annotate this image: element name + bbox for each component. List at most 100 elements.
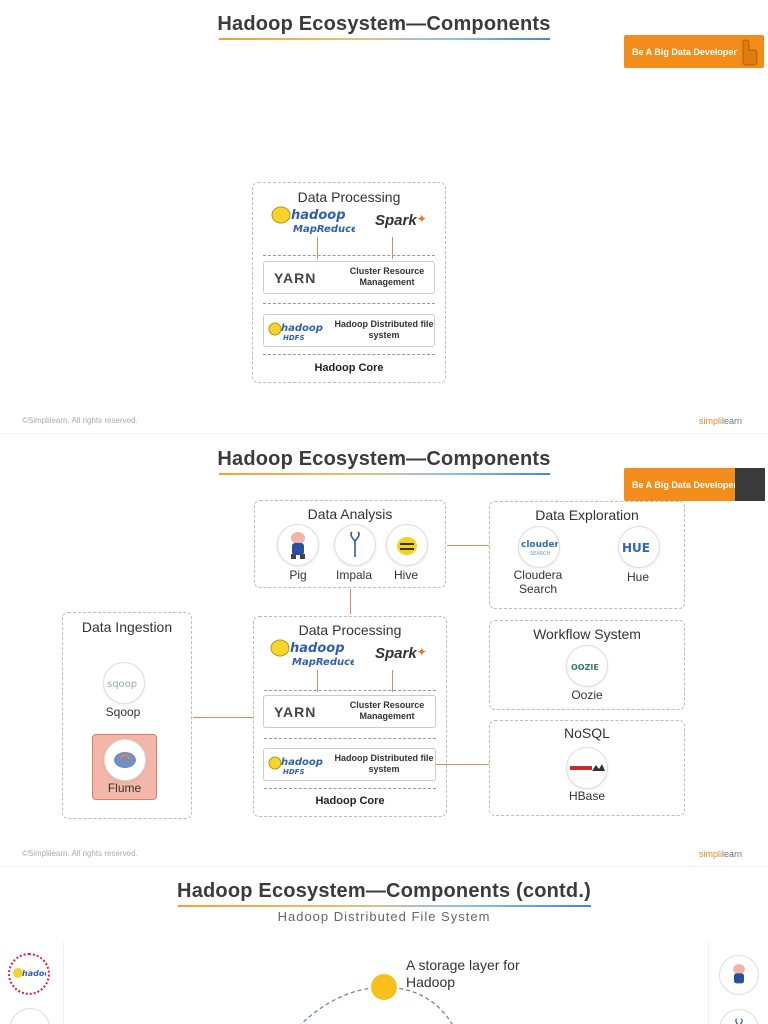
data-ingestion-title: Data Ingestion (81, 619, 173, 635)
flume-label: Flume (107, 781, 142, 795)
sqoop-label: Sqoop (105, 705, 141, 719)
divider (263, 354, 435, 355)
workflow-system-box: Workflow System OOZIE Oozie (489, 620, 685, 710)
arrow-mapreduce-yarn (317, 670, 318, 692)
arrow-ingestion-processing (193, 717, 253, 718)
impala-icon (334, 524, 376, 566)
cta-button[interactable]: Be A Big Data Developer (624, 468, 765, 501)
storage-layer-node (371, 974, 397, 1000)
data-exploration-box: Data Exploration clouderaSEARCH Cloudera… (489, 501, 685, 609)
svg-text:MapReduce: MapReduce (293, 224, 355, 235)
divider (264, 788, 436, 789)
slide-separator (0, 433, 768, 434)
cloudera-search-icon: clouderaSEARCH (518, 526, 560, 568)
slide-3: Hadoop Ecosystem—Components (contd.) Had… (0, 866, 768, 1024)
impala-icon (719, 1009, 759, 1024)
yarn-logo: YARN (274, 270, 317, 286)
title-underline (219, 473, 550, 475)
hue-label: Hue (626, 570, 649, 584)
arrow-analysis-exploration (447, 545, 489, 546)
data-exploration-title: Data Exploration (535, 507, 639, 523)
title-underline (219, 38, 550, 40)
pig-icon (277, 524, 319, 566)
hadoop-core-box: Data Processing hadoop MapReduce Spark✦ … (252, 182, 446, 383)
arrow-mapreduce-yarn (317, 237, 318, 259)
spark-logo: Spark✦ (375, 212, 427, 229)
svg-text:HDFS: HDFS (283, 768, 305, 776)
spark-star-icon: ✦ (416, 645, 427, 659)
copyright: ©Simplilearn. All rights reserved. (22, 849, 138, 858)
yarn-box: YARN Cluster Resource Management (263, 261, 435, 294)
svg-text:HUE: HUE (622, 541, 650, 555)
arrow-spark-yarn (392, 670, 393, 692)
hadoop-hdfs-icon: hadoop (8, 953, 50, 995)
svg-text:HDFS: HDFS (283, 334, 305, 342)
data-processing-title: Data Processing (297, 189, 401, 205)
hue-icon: HUE (618, 526, 660, 568)
slide-1: Hadoop Ecosystem—Components Be A Big Dat… (0, 0, 768, 433)
svg-text:hadoop: hadoop (290, 641, 345, 656)
flume-highlight[interactable]: Flume (92, 734, 157, 800)
hbase-label: HBase (568, 789, 606, 803)
simplilearn-logo: simplilearn (698, 416, 742, 426)
nosql-title: NoSQL (564, 725, 610, 741)
divider-right (708, 942, 709, 1024)
cta-label: Be A Big Data Developer (632, 479, 737, 490)
arrow-processing-analysis (350, 589, 351, 614)
hadoop-mapreduce-logo: hadoop MapReduce (271, 205, 358, 240)
slide-subtitle: Hadoop Distributed File System (277, 909, 491, 924)
data-ingestion-box: Data Ingestion sqoop Sqoop Flume (62, 612, 192, 819)
hbase-icon (566, 747, 608, 789)
slide-separator (0, 866, 768, 867)
slide-2: Hadoop Ecosystem—Components Be A Big Dat… (0, 433, 768, 866)
hdfs-description: Hadoop Distributed file system (334, 753, 434, 774)
oozie-label: Oozie (571, 688, 603, 702)
oozie-icon: OOZIE (566, 645, 608, 687)
side-icon (10, 1008, 50, 1024)
cloudera-search-label: Cloudera Search (513, 568, 563, 596)
hadoop-core-label: Hadoop Core (314, 362, 384, 374)
data-analysis-box: Data Analysis Pig Impala Hive (254, 500, 446, 588)
hadoop-core-label: Hadoop Core (315, 795, 385, 807)
svg-text:OOZIE: OOZIE (571, 663, 599, 672)
svg-text:cloudera: cloudera (521, 540, 558, 550)
slide-title: Hadoop Ecosystem—Components (217, 448, 551, 470)
spark-logo: Spark✦ (375, 645, 427, 662)
pig-icon (719, 955, 759, 995)
impala-label: Impala (335, 568, 373, 582)
hive-label: Hive (393, 568, 418, 582)
storage-layer-text: A storage layer for Hadoop (406, 957, 520, 990)
flume-icon (104, 739, 146, 781)
svg-text:MapReduce: MapReduce (292, 657, 354, 668)
cta-dark-panel (735, 468, 765, 501)
arrow-spark-yarn (392, 237, 393, 259)
svg-text:hadoop: hadoop (291, 208, 346, 223)
divider (263, 303, 435, 304)
svg-text:hadoop: hadoop (281, 757, 323, 768)
yarn-box: YARN Cluster Resource Management (263, 695, 436, 728)
cta-label: Be A Big Data Developer (632, 46, 737, 57)
hive-bee-icon (386, 524, 428, 566)
simplilearn-logo: simplilearn (698, 849, 742, 859)
title-underline (178, 905, 591, 907)
pig-label: Pig (289, 568, 307, 582)
spark-star-icon: ✦ (416, 212, 427, 226)
yarn-description: Cluster Resource Management (349, 700, 425, 721)
data-processing-title: Data Processing (298, 622, 402, 638)
slide-title: Hadoop Ecosystem—Components (contd.) (177, 880, 591, 902)
yarn-description: Cluster Resource Management (349, 266, 425, 287)
workflow-system-title: Workflow System (533, 626, 641, 642)
divider (264, 690, 436, 691)
svg-text:SEARCH: SEARCH (530, 551, 550, 557)
nosql-box: NoSQL HBase (489, 720, 685, 816)
divider (264, 738, 436, 739)
slide-title: Hadoop Ecosystem—Components (217, 13, 551, 35)
sqoop-icon: sqoop (103, 662, 145, 704)
yarn-logo: YARN (274, 704, 317, 720)
cta-button[interactable]: Be A Big Data Developer (624, 35, 764, 68)
